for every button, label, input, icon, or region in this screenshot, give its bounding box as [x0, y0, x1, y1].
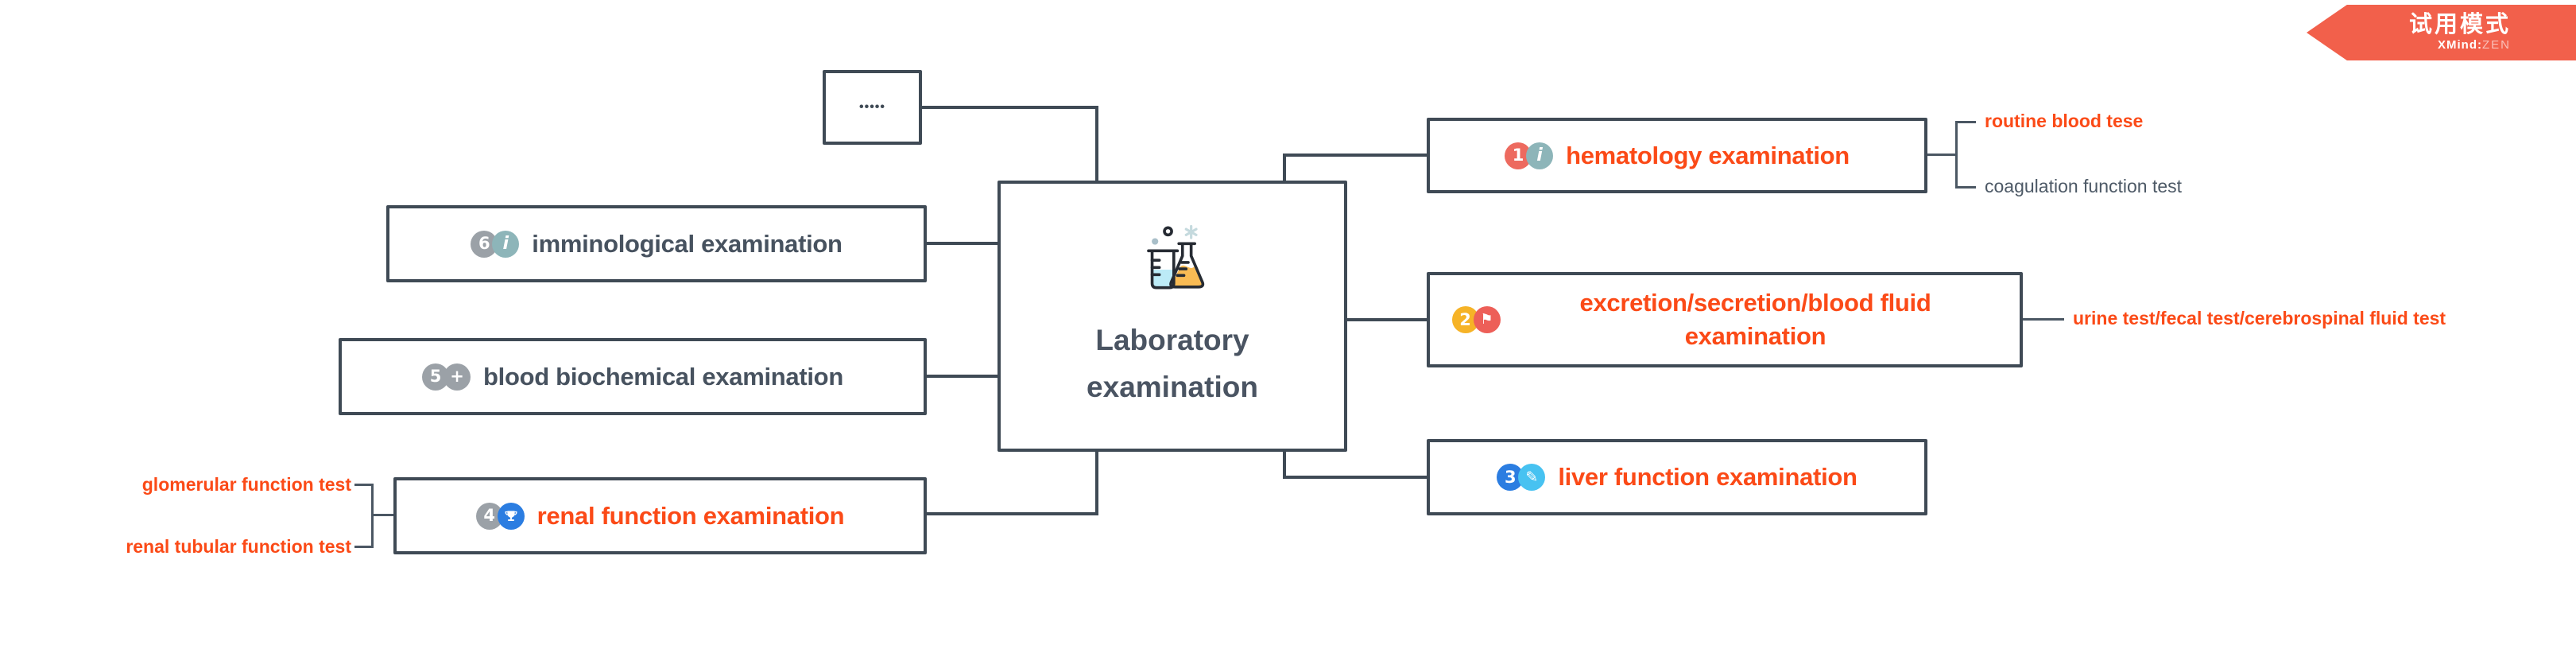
plus-marker-icon[interactable]: + — [444, 363, 471, 391]
topic-label: renal function examination — [537, 501, 845, 530]
connector — [927, 512, 1098, 515]
flask-beaker-icon — [1129, 222, 1216, 305]
central-topic-title-line2: examination — [1087, 371, 1258, 403]
connector — [1283, 154, 1427, 157]
topic-renal-function-examination[interactable]: 4 renal function examination — [393, 477, 927, 554]
central-topic-laboratory-examination[interactable]: Laboratory examination — [997, 181, 1347, 452]
connector — [1955, 121, 1976, 123]
topic-label: hematology examination — [1566, 141, 1850, 169]
connector — [1927, 154, 1958, 156]
topic-liver-function-examination[interactable]: 3 ✎ liver function examination — [1427, 439, 1927, 515]
trial-mode-title: 试用模式 — [2408, 12, 2511, 38]
connector — [927, 375, 997, 378]
collapsed-dots: ••••• — [858, 100, 885, 114]
connector — [1095, 450, 1098, 515]
marker-group: 3 ✎ — [1497, 464, 1546, 491]
connector — [1095, 106, 1098, 182]
connector — [354, 484, 374, 486]
brand-zen: ZEN — [2482, 37, 2511, 52]
topic-label: blood biochemical examination — [483, 362, 843, 391]
marker-group: 1 i — [1505, 142, 1554, 169]
numbered-marker-2-icon[interactable]: 2 — [1451, 306, 1479, 333]
topic-hematology-examination[interactable]: 1 i hematology examination — [1427, 118, 1927, 193]
connector — [1955, 121, 1958, 189]
topic-label: liver function examination — [1558, 463, 1857, 491]
subtopic-coagulation-function-test[interactable]: coagulation function test — [1985, 176, 2183, 196]
connector — [1955, 186, 1976, 189]
connector — [1283, 476, 1427, 479]
central-topic-title-line1: Laboratory — [1095, 323, 1249, 356]
xmind-zen-brand: XMind:ZEN — [2438, 38, 2511, 52]
connector — [371, 514, 393, 516]
topic-label: imminological examination — [532, 229, 843, 258]
topic-imminological-examination[interactable]: 6 i imminological examination — [386, 205, 927, 282]
connector — [1347, 318, 1427, 321]
connector — [1283, 450, 1286, 479]
subtopic-urine-fecal-cerebrospinal-fluid-test[interactable]: urine test/fecal test/cerebrospinal flui… — [2073, 308, 2446, 328]
topic-label: excretion/secretion/blood fluid examinat… — [1579, 289, 1931, 350]
trophy-marker-icon[interactable] — [497, 502, 525, 530]
brand-xmind: XMind: — [2438, 37, 2482, 52]
connector — [1283, 154, 1286, 182]
marker-group: 5 + — [422, 363, 471, 391]
marker-group: 6 i — [471, 230, 520, 258]
info-marker-icon[interactable]: i — [492, 230, 520, 258]
collapsed-node[interactable]: ••••• — [823, 70, 922, 145]
topic-blood-biochemical-examination[interactable]: 5 + blood biochemical examination — [339, 338, 927, 415]
marker-group: 2 ⚑ — [1451, 306, 1501, 333]
subtopic-routine-blood-tese[interactable]: routine blood tese — [1985, 111, 2144, 131]
marker-group: 4 — [475, 502, 525, 530]
connector — [922, 106, 1098, 109]
pencil-marker-icon[interactable]: ✎ — [1518, 464, 1546, 491]
subtopic-renal-tubular-function-test[interactable]: renal tubular function test — [126, 536, 351, 557]
trial-mode-badge[interactable]: 试用模式 XMind:ZEN — [2307, 5, 2576, 60]
connector — [2023, 318, 2064, 321]
flag-marker-icon[interactable]: ⚑ — [1473, 306, 1501, 333]
info-marker-icon[interactable]: i — [1526, 142, 1554, 169]
topic-excretion-secretion-blood-fluid-examination[interactable]: 2 ⚑ excretion/secretion/blood fluid exam… — [1427, 272, 2023, 367]
connector — [354, 546, 374, 548]
subtopic-glomerular-function-test[interactable]: glomerular function test — [141, 474, 351, 495]
connector — [927, 242, 997, 245]
